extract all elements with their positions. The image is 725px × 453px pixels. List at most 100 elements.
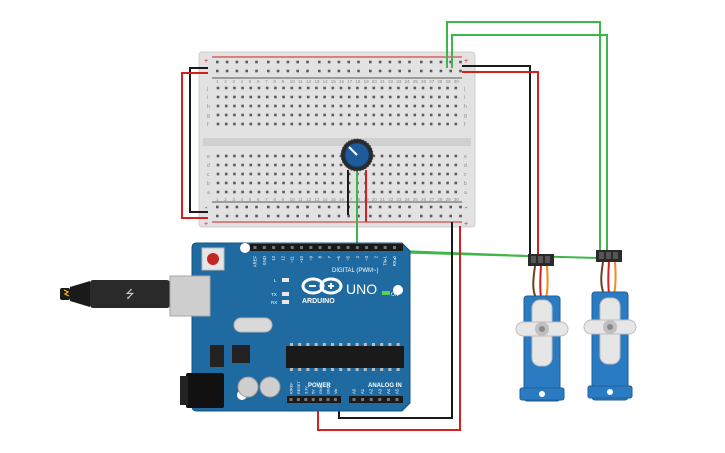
terminal-hole[interactable] [405, 172, 408, 176]
terminal-hole[interactable] [388, 86, 392, 90]
rail-hole[interactable] [286, 214, 290, 218]
terminal-hole[interactable] [315, 163, 318, 167]
terminal-hole[interactable] [413, 113, 417, 117]
rail-hole[interactable] [286, 205, 290, 209]
rail-hole[interactable] [378, 69, 382, 73]
terminal-hole[interactable] [249, 181, 253, 185]
digital-pin[interactable] [383, 246, 387, 249]
terminal-hole[interactable] [315, 113, 318, 117]
rail-hole[interactable] [286, 60, 290, 64]
rail-hole[interactable] [225, 60, 229, 64]
rail-hole[interactable] [327, 69, 331, 73]
terminal-hole[interactable] [397, 190, 400, 194]
terminal-hole[interactable] [249, 172, 253, 176]
terminal-hole[interactable] [216, 113, 220, 117]
terminal-hole[interactable] [241, 113, 244, 117]
power-pin[interactable] [296, 398, 300, 401]
terminal-hole[interactable] [323, 95, 326, 99]
terminal-hole[interactable] [446, 154, 449, 158]
rail-hole[interactable] [369, 60, 372, 64]
terminal-hole[interactable] [421, 113, 425, 117]
terminal-hole[interactable] [388, 154, 392, 158]
rail-hole[interactable] [306, 214, 309, 218]
rail-hole[interactable] [276, 69, 280, 73]
rail-hole[interactable] [420, 60, 423, 64]
terminal-hole[interactable] [339, 122, 343, 126]
terminal-hole[interactable] [265, 154, 269, 158]
rail-hole[interactable] [357, 69, 360, 73]
terminal-hole[interactable] [347, 95, 351, 99]
rail-hole[interactable] [306, 205, 309, 209]
terminal-hole[interactable] [454, 163, 458, 167]
servo-2-horn[interactable] [583, 297, 637, 365]
terminal-hole[interactable] [413, 190, 417, 194]
rail-hole[interactable] [296, 214, 299, 218]
terminal-hole[interactable] [298, 95, 302, 99]
terminal-hole[interactable] [323, 172, 326, 176]
terminal-hole[interactable] [216, 86, 220, 90]
digital-pin[interactable] [355, 246, 359, 249]
terminal-hole[interactable] [429, 154, 433, 158]
power-pin[interactable] [333, 398, 337, 401]
terminal-hole[interactable] [388, 163, 392, 167]
terminal-hole[interactable] [356, 122, 359, 126]
rail-hole[interactable] [245, 69, 248, 73]
rail-hole[interactable] [225, 69, 229, 73]
terminal-hole[interactable] [446, 104, 449, 108]
terminal-hole[interactable] [438, 172, 441, 176]
digital-header[interactable] [250, 244, 403, 251]
terminal-hole[interactable] [224, 190, 228, 194]
rail-hole[interactable] [235, 205, 239, 209]
terminal-hole[interactable] [347, 104, 351, 108]
terminal-hole[interactable] [356, 95, 359, 99]
terminal-hole[interactable] [298, 181, 302, 185]
rail-hole[interactable] [357, 205, 360, 209]
rail-hole[interactable] [235, 60, 239, 64]
terminal-hole[interactable] [438, 95, 441, 99]
terminal-hole[interactable] [249, 95, 253, 99]
rail-hole[interactable] [378, 214, 382, 218]
terminal-hole[interactable] [233, 181, 236, 185]
terminal-hole[interactable] [405, 95, 408, 99]
rail-hole[interactable] [357, 214, 360, 218]
power-pin[interactable] [319, 398, 323, 401]
terminal-hole[interactable] [397, 86, 400, 90]
terminal-hole[interactable] [405, 113, 408, 117]
terminal-hole[interactable] [380, 190, 384, 194]
rail-hole[interactable] [216, 214, 219, 218]
terminal-hole[interactable] [306, 122, 310, 126]
digital-pin[interactable] [327, 246, 331, 249]
terminal-hole[interactable] [298, 154, 302, 158]
rail-hole[interactable] [398, 205, 401, 209]
terminal-hole[interactable] [315, 181, 318, 185]
rail-hole[interactable] [235, 214, 239, 218]
terminal-hole[interactable] [380, 172, 384, 176]
terminal-hole[interactable] [323, 154, 326, 158]
terminal-hole[interactable] [388, 104, 392, 108]
terminal-hole[interactable] [454, 113, 458, 117]
terminal-hole[interactable] [241, 154, 244, 158]
terminal-hole[interactable] [233, 154, 236, 158]
terminal-hole[interactable] [290, 95, 294, 99]
rail-hole[interactable] [459, 69, 462, 73]
digital-pin[interactable] [272, 246, 276, 249]
rail-hole[interactable] [267, 205, 270, 209]
terminal-hole[interactable] [233, 86, 236, 90]
rail-hole[interactable] [286, 69, 290, 73]
terminal-hole[interactable] [233, 122, 236, 126]
terminal-hole[interactable] [364, 95, 367, 99]
rail-hole[interactable] [337, 205, 341, 209]
terminal-hole[interactable] [249, 122, 253, 126]
terminal-hole[interactable] [454, 95, 458, 99]
digital-pin[interactable] [346, 246, 350, 249]
terminal-hole[interactable] [323, 181, 326, 185]
terminal-hole[interactable] [290, 181, 294, 185]
terminal-hole[interactable] [339, 190, 343, 194]
terminal-hole[interactable] [429, 172, 433, 176]
terminal-hole[interactable] [257, 163, 261, 167]
terminal-hole[interactable] [438, 113, 441, 117]
rail-hole[interactable] [408, 69, 411, 73]
terminal-hole[interactable] [282, 113, 285, 117]
terminal-hole[interactable] [454, 122, 458, 126]
